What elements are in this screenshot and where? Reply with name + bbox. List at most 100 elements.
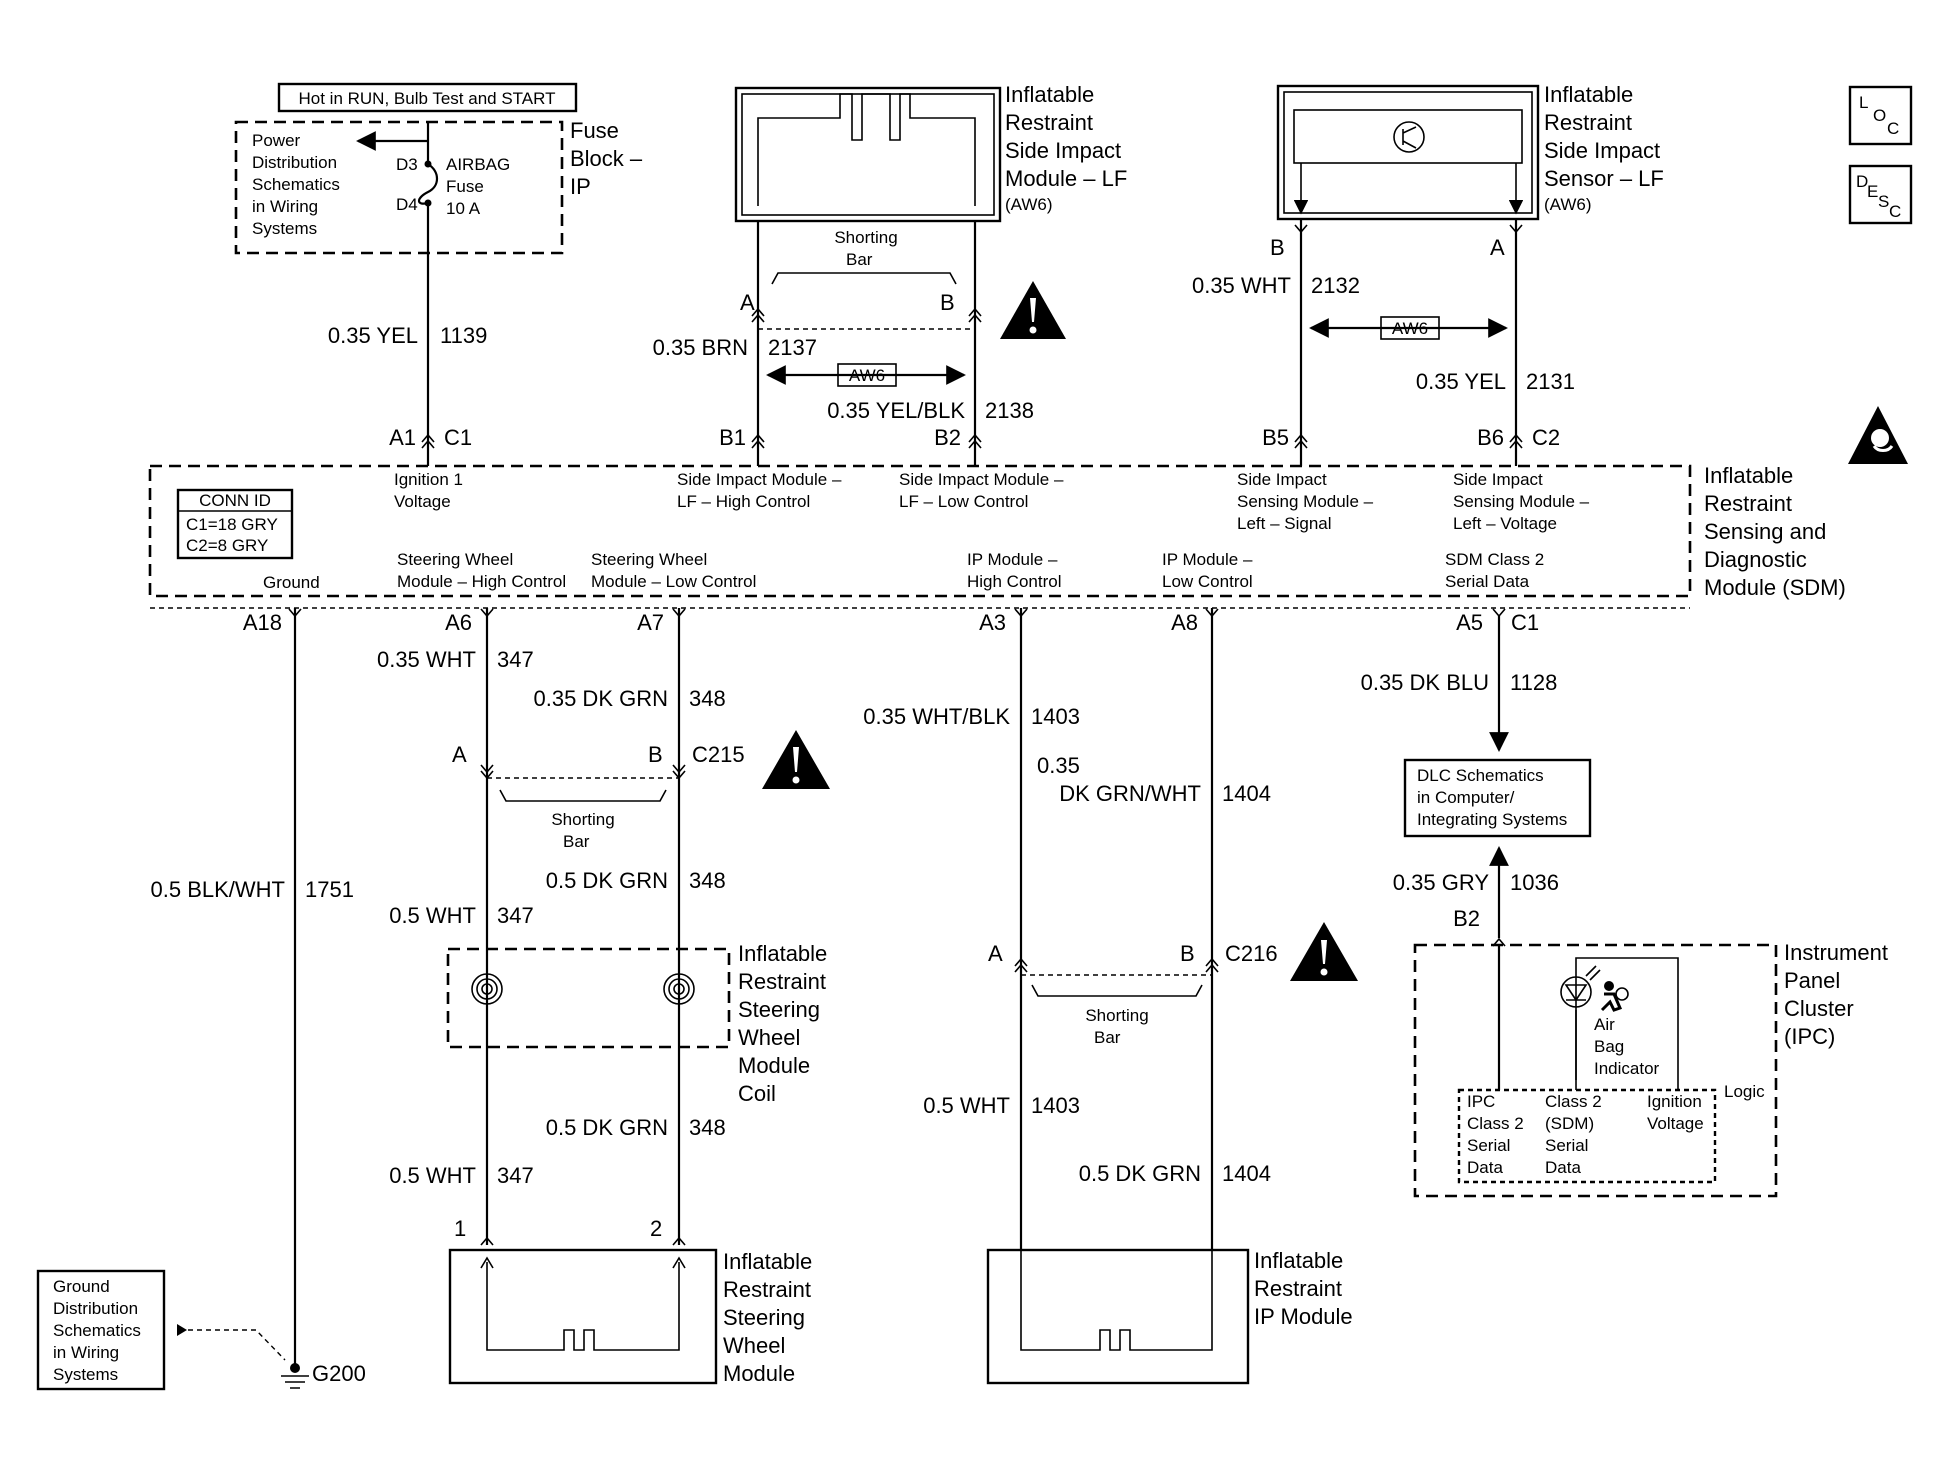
data-link-section: 0.35 DK BLU 1128 DLC Schematics in Compu… [1361,616,1592,947]
desc-s: S [1878,192,1889,211]
sensor-title-4: Sensor – LF [1544,166,1664,191]
ipc-title-2: Panel [1784,968,1840,993]
ground-ref-arrow [177,1324,187,1336]
sdm-label-side-high-2: LF – High Control [677,492,810,511]
conn-id-box: CONN ID C1=18 GRY C2=8 GRY [176,488,294,560]
side-impact-module-section: Inflatable Restraint Side Impact Module … [653,82,1127,449]
side-module-squib [757,93,976,206]
hot-in-run-label: Hot in RUN, Bulb Test and START [299,89,556,108]
sdm-pin-a6: A6 [445,610,472,635]
wire-2131-circuit: 2131 [1526,369,1575,394]
wire-1751-circuit: 1751 [305,877,354,902]
sdm-label-signal-3: Left – Signal [1237,514,1332,533]
ground-box-4: in Wiring [53,1343,119,1362]
sdm-label-signal-1: Side Impact [1237,470,1327,489]
side-pin-b: B [940,290,955,315]
ground-section: 0.5 BLK/WHT 1751 G200 Ground Distributio… [36,608,366,1391]
sdm-title-2: Restraint [1704,491,1792,516]
wire-1128-label: 0.35 DK BLU [1361,670,1489,695]
side-module-title-2: Restraint [1005,110,1093,135]
airbag-person-icon [1600,981,1629,1012]
sdm-label-ip-high-1: IP Module – [967,550,1058,569]
airbag-warning-icon [1848,406,1908,464]
sdm-label-voltage-1: Side Impact [1453,470,1543,489]
sensor-title-1: Inflatable [1544,82,1633,107]
sw-module-squib [486,1262,680,1351]
desc-c: C [1889,202,1901,221]
wire-347-label-c: 0.5 WHT [389,1163,476,1188]
wire-348-circuit-b: 348 [689,868,726,893]
wire-1403-circuit-b: 1403 [1031,1093,1080,1118]
sensor-option: (AW6) [1544,195,1592,214]
wire-2132-circuit: 2132 [1311,273,1360,298]
sw-pin-1: 1 [454,1216,466,1241]
sdm-pin-b5: B5 [1262,425,1289,450]
wire-1139-label: 0.35 YEL [328,323,418,348]
sdm-label-ip-low-2: Low Control [1162,572,1253,591]
loc-o: O [1873,106,1886,125]
wire-348-circuit-a: 348 [689,686,726,711]
sdm-section: Inflatable Restraint Sensing and Diagnos… [148,425,1846,635]
conn-id-c1: C1=18 GRY [186,515,278,534]
ground-icon [281,1375,309,1389]
sdm-pin-c1-bottom: C1 [1511,610,1539,635]
sdm-class2-2: (SDM) [1545,1114,1594,1133]
wire-2132-label: 0.35 WHT [1192,273,1291,298]
desc-e: E [1867,182,1878,201]
sdm-label-ignition-2: Voltage [394,492,451,511]
sensor-aw6-box [1380,316,1440,340]
sensor-pin-b: B [1270,235,1285,260]
c216-shorting-bar [1031,984,1203,997]
wire-1036-label: 0.35 GRY [1393,870,1490,895]
sensor-inner [1283,91,1533,214]
c215-pin-b: B [648,742,663,767]
wire-1036-circuit: 1036 [1510,870,1559,895]
sensor-title-2: Restraint [1544,110,1632,135]
sdm-label-signal-2: Sensing Module – [1237,492,1374,511]
side-module-title-3: Side Impact [1005,138,1121,163]
sensor-outer [1276,84,1540,221]
sdm-pin-a3: A3 [979,610,1006,635]
dlc-line-2: in Computer/ [1417,788,1515,807]
sdm-pin-a8: A8 [1171,610,1198,635]
sdm-label-ground: Ground [263,573,320,592]
sdm-title-3: Sensing and [1704,519,1826,544]
c216-pin-a: A [988,941,1003,966]
wire-1404-label-a-2: DK GRN/WHT [1059,781,1201,806]
sdm-a1-conn-icon [421,433,435,449]
wire-2131-label: 0.35 YEL [1416,369,1506,394]
hot-in-run-box [277,82,578,113]
wire-348-label-a: 0.35 DK GRN [534,686,669,711]
steering-wheel-section: 0.35 WHT 347 0.35 DK GRN 348 A B C215 Sh… [377,608,830,1386]
sdm-label-sw-low-1: Steering Wheel [591,550,707,569]
coil-title-6: Coil [738,1081,776,1106]
ipc-logic-outline [1457,1088,1717,1184]
sdm-class2-1: Class 2 [1545,1092,1602,1111]
wire-348-circuit-c: 348 [689,1115,726,1140]
wire-1404-circuit-b: 1404 [1222,1161,1271,1186]
ground-dist-box [36,1269,166,1391]
sensor-aw6-label: AW6 [1392,319,1428,338]
coil-title-5: Module [738,1053,810,1078]
wire-347-circuit-b: 347 [497,903,534,928]
sdm-label-side-high-1: Side Impact Module – [677,470,842,489]
side-module-title-4: Module – LF [1005,166,1127,191]
wire-1403-circuit-a: 1403 [1031,704,1080,729]
c215-shorting-2: Bar [563,832,590,851]
sdm-title-4: Diagnostic [1704,547,1807,572]
sdm-a5-conn-icon [1492,608,1506,618]
pd-line-4: in Wiring [252,197,318,216]
conn-id-title: CONN ID [199,491,271,510]
sdm-pin-b1: B1 [719,425,746,450]
side-module-outer [734,86,1002,223]
wire-347-label-a: 0.35 WHT [377,647,476,672]
ip-module-title-3: IP Module [1254,1304,1353,1329]
c216-a-conn-icon [1014,957,1028,973]
coil-title-3: Steering [738,997,820,1022]
wire-348-label-c: 0.5 DK GRN [546,1115,668,1140]
sensor-title-3: Side Impact [1544,138,1660,163]
c216-label: C216 [1225,941,1278,966]
c215-pin-a: A [452,742,467,767]
side-impact-sensor-section: Inflatable Restraint Side Impact Sensor … [1192,82,1664,449]
desc-d: D [1856,172,1868,191]
